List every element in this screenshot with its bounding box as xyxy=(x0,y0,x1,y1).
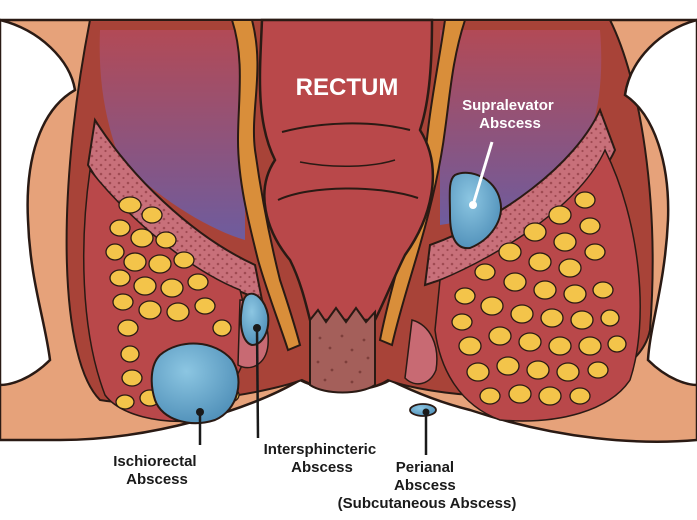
rectum-fold-3 xyxy=(299,159,396,167)
rectum-fold-2 xyxy=(277,187,419,201)
perianal-label: Perianal Abscess (Subcutaneous Abscess) xyxy=(338,459,517,512)
ischiorectal-abscess xyxy=(150,342,240,425)
intersphincteric-abscess xyxy=(239,292,270,347)
supralevator-label: Supralevator Abscess xyxy=(462,97,558,132)
leader-supralevator xyxy=(471,141,494,206)
rectum-title: RECTUM xyxy=(296,74,399,101)
dot-intersphincteric xyxy=(253,324,261,332)
dot-ischiorectal xyxy=(196,408,204,416)
sphincter-left xyxy=(230,19,302,352)
ischiorectal-label: Ischiorectal Abscess xyxy=(113,453,201,488)
anal-canal xyxy=(309,306,376,394)
anal-canal-dots xyxy=(316,334,370,384)
fat-globules-left xyxy=(105,196,240,410)
pelvic-space-left xyxy=(99,30,245,240)
rectum-fold-1 xyxy=(281,122,411,133)
pelvic-bone-left xyxy=(0,18,77,387)
fat-globules-right xyxy=(451,191,627,406)
dot-perianal xyxy=(422,408,430,416)
external-sphincter-right xyxy=(404,319,438,385)
supralevator-abscess xyxy=(448,171,502,250)
pelvic-bone-right xyxy=(623,18,697,387)
dot-supralevator xyxy=(469,201,477,209)
perianal-abscess xyxy=(409,403,437,417)
intersphincteric-label: Intersphincteric Abscess xyxy=(264,441,381,476)
leader-intersphincteric xyxy=(255,327,260,439)
